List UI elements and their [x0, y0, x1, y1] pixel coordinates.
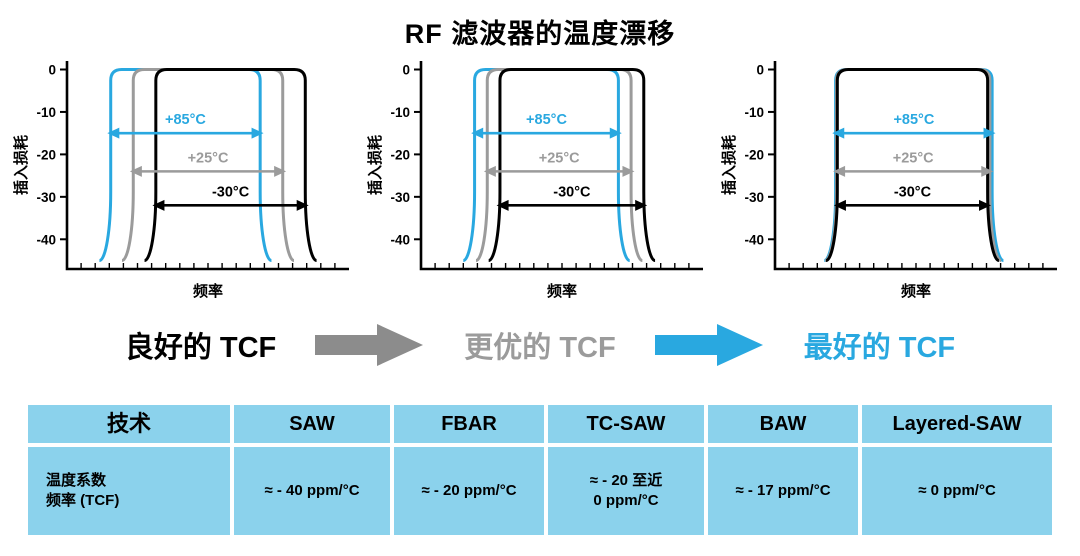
filter-response-curve: [825, 67, 1000, 263]
flow-label-good-tcf: 良好的 TCF: [124, 332, 277, 364]
table-header-tc-saw: TC-SAW: [548, 405, 704, 443]
y-tick-label: -40: [36, 232, 56, 247]
table-value-baw: ≈ - 17 ppm/°C: [708, 447, 858, 535]
tcf-comparison-table: 技术 SAW FBAR TC-SAW BAW Layered-SAW 温度系数 …: [28, 405, 1052, 535]
arrow-head-left-icon: [152, 199, 165, 211]
arrow-head-left-icon: [832, 127, 845, 139]
arrow-head-right-icon: [609, 127, 622, 139]
charts-row: 0 -10 -20 -30 -40 频率 插入损耗 +85°C +25°C -30°C 0 -10 -…: [0, 53, 1080, 305]
arrow-head-left-icon: [496, 199, 509, 211]
y-tick-label: -10: [390, 105, 410, 120]
y-tick-label: -30: [744, 190, 764, 205]
temperature-label: -30°C: [894, 184, 932, 200]
y-tick-label: -20: [36, 147, 56, 162]
temperature-label: +25°C: [539, 150, 580, 166]
arrow-head-right-icon: [979, 199, 992, 211]
y-tick-label: -20: [744, 147, 764, 162]
table-value-fbar: ≈ - 20 ppm/°C: [394, 447, 544, 535]
label-background: [533, 147, 586, 167]
y-tick-label: -30: [390, 190, 410, 205]
axes: [65, 61, 349, 271]
y-tick-label: 0: [756, 62, 764, 77]
arrow-head-left-icon: [833, 199, 846, 211]
temperature-label: +85°C: [893, 112, 934, 128]
temperature-label: +25°C: [188, 150, 229, 166]
arrow-head-right-icon: [251, 127, 264, 139]
table-value-tc-saw: ≈ - 20 至近 0 ppm/°C: [548, 447, 704, 535]
x-axis-label: 频率: [901, 282, 931, 300]
arrow-head-left-icon: [471, 127, 484, 139]
table-row-label-tcf: 温度系数 频率 (TCF): [28, 447, 230, 535]
y-tick-label: -40: [744, 232, 764, 247]
page-title: RF 滤波器的温度漂移: [404, 19, 676, 49]
chart-better-tcf: 0 -10 -20 -30 -40 频率 插入损耗 +85°C +25°C -30°C: [366, 61, 703, 300]
arrow-head-right-icon: [622, 165, 635, 177]
flow-label-best-tcf: 最好的 TCF: [803, 332, 956, 364]
table-header-saw: SAW: [234, 405, 390, 443]
axes: [419, 61, 703, 271]
y-tick-label: 0: [402, 62, 410, 77]
label-background: [159, 109, 212, 129]
table-header-baw: BAW: [708, 405, 858, 443]
arrow-head-left-icon: [833, 165, 846, 177]
filter-response-curve: [143, 67, 318, 263]
label-background: [520, 109, 573, 129]
right-arrow-icon: [315, 324, 424, 366]
arrow-head-right-icon: [274, 165, 287, 177]
axes: [773, 61, 1057, 271]
label-background: [886, 181, 939, 201]
flow-label-better-tcf: 更优的 TCF: [464, 332, 616, 364]
y-axis-label: 插入损耗: [366, 135, 384, 195]
temperature-label: -30°C: [212, 184, 250, 200]
y-tick-label: 0: [48, 62, 56, 77]
temperature-label: +85°C: [526, 112, 567, 128]
y-tick-label: -10: [36, 105, 56, 120]
y-tick-label: -10: [744, 105, 764, 120]
y-tick-label: -40: [390, 232, 410, 247]
chart-best-tcf: 0 -10 -20 -30 -40 频率 插入损耗 +85°C +25°C -30°C: [720, 61, 1057, 300]
y-tick-label: -20: [390, 147, 410, 162]
arrow-head-left-icon: [107, 127, 120, 139]
chart-good-tcf: 0 -10 -20 -30 -40 频率 插入损耗 +85°C +25°C -30°C: [12, 61, 349, 300]
arrow-head-right-icon: [296, 199, 309, 211]
label-background: [887, 109, 940, 129]
table-value-saw: ≈ - 40 ppm/°C: [234, 447, 390, 535]
table-header-technology: 技术: [28, 405, 230, 443]
temperature-label: +85°C: [165, 112, 206, 128]
arrow-head-right-icon: [635, 199, 648, 211]
temperature-label: +25°C: [893, 150, 934, 166]
y-tick-label: -30: [36, 190, 56, 205]
label-background: [204, 181, 257, 201]
filter-response-curve: [487, 67, 656, 263]
label-background: [887, 147, 940, 167]
y-axis-label: 插入损耗: [720, 135, 738, 195]
arrow-head-right-icon: [983, 127, 996, 139]
y-axis-label: 插入损耗: [12, 135, 30, 195]
x-axis-label: 频率: [193, 282, 223, 300]
table-header-layered-saw: Layered-SAW: [862, 405, 1052, 443]
arrow-head-left-icon: [483, 165, 496, 177]
label-background: [182, 147, 234, 167]
tcf-progression: 良好的 TCF 更优的 TCF 最好的 TCF: [0, 317, 1080, 373]
arrow-head-left-icon: [129, 165, 142, 177]
arrow-head-right-icon: [981, 165, 994, 177]
label-background: [545, 181, 598, 201]
table-header-fbar: FBAR: [394, 405, 544, 443]
temperature-label: -30°C: [553, 184, 591, 200]
table-value-layered-saw: ≈ 0 ppm/°C: [862, 447, 1052, 535]
right-arrow-icon: [654, 324, 763, 366]
x-axis-label: 频率: [547, 282, 577, 300]
